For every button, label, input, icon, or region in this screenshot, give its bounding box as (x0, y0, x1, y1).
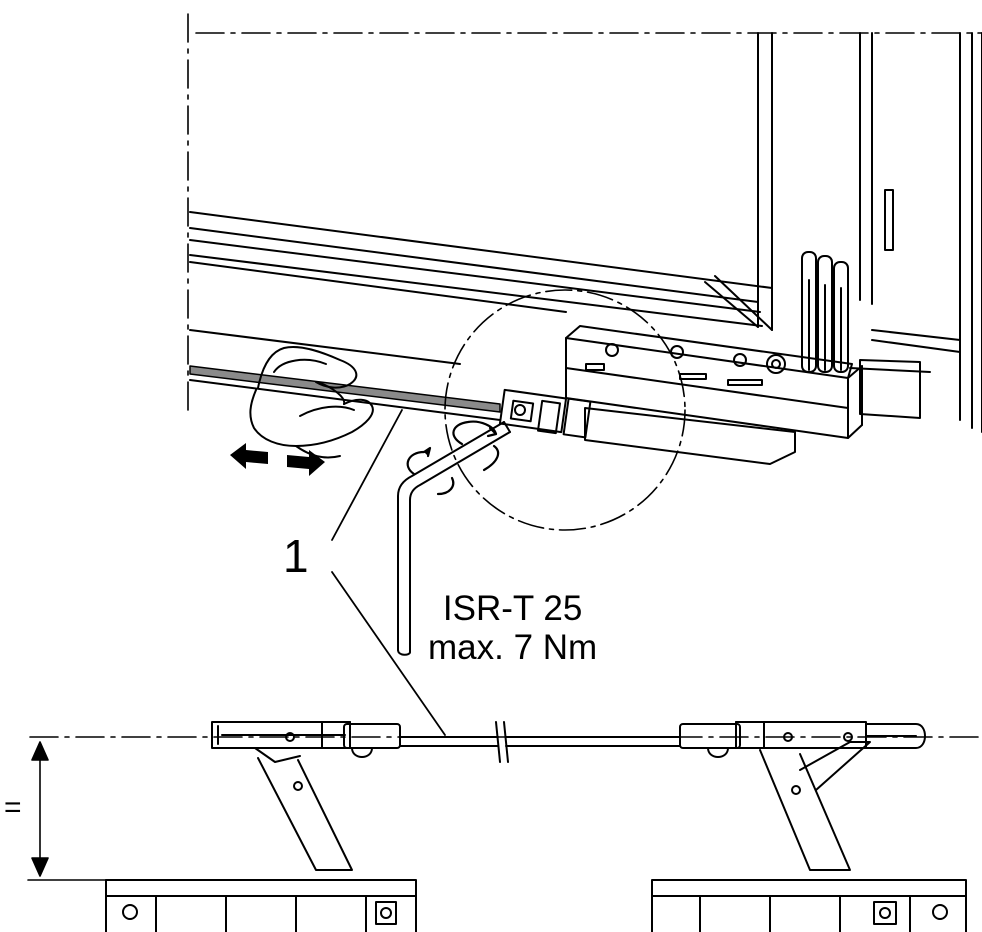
callout-number: 1 (283, 530, 309, 582)
tool-name: ISR-T 25 (442, 589, 583, 628)
left-stay-hinge (211, 721, 681, 871)
rotation-arrows (406, 420, 500, 496)
leader-lines (331, 409, 446, 736)
right-stay-hinge (679, 721, 926, 871)
detail-circle (444, 289, 686, 531)
direction-arrows (230, 443, 325, 476)
frame-rails (105, 879, 967, 932)
dimension-arrow (27, 741, 111, 881)
stay-arm-assembly (498, 251, 863, 465)
window-sash-frame (189, 32, 982, 433)
equal-dimension-label: = (4, 791, 22, 824)
torque-value: max. 7 Nm (428, 628, 598, 668)
allen-key-tool (397, 421, 511, 656)
tool-specification: ISR-T 25 max. 7 Nm (428, 589, 597, 667)
